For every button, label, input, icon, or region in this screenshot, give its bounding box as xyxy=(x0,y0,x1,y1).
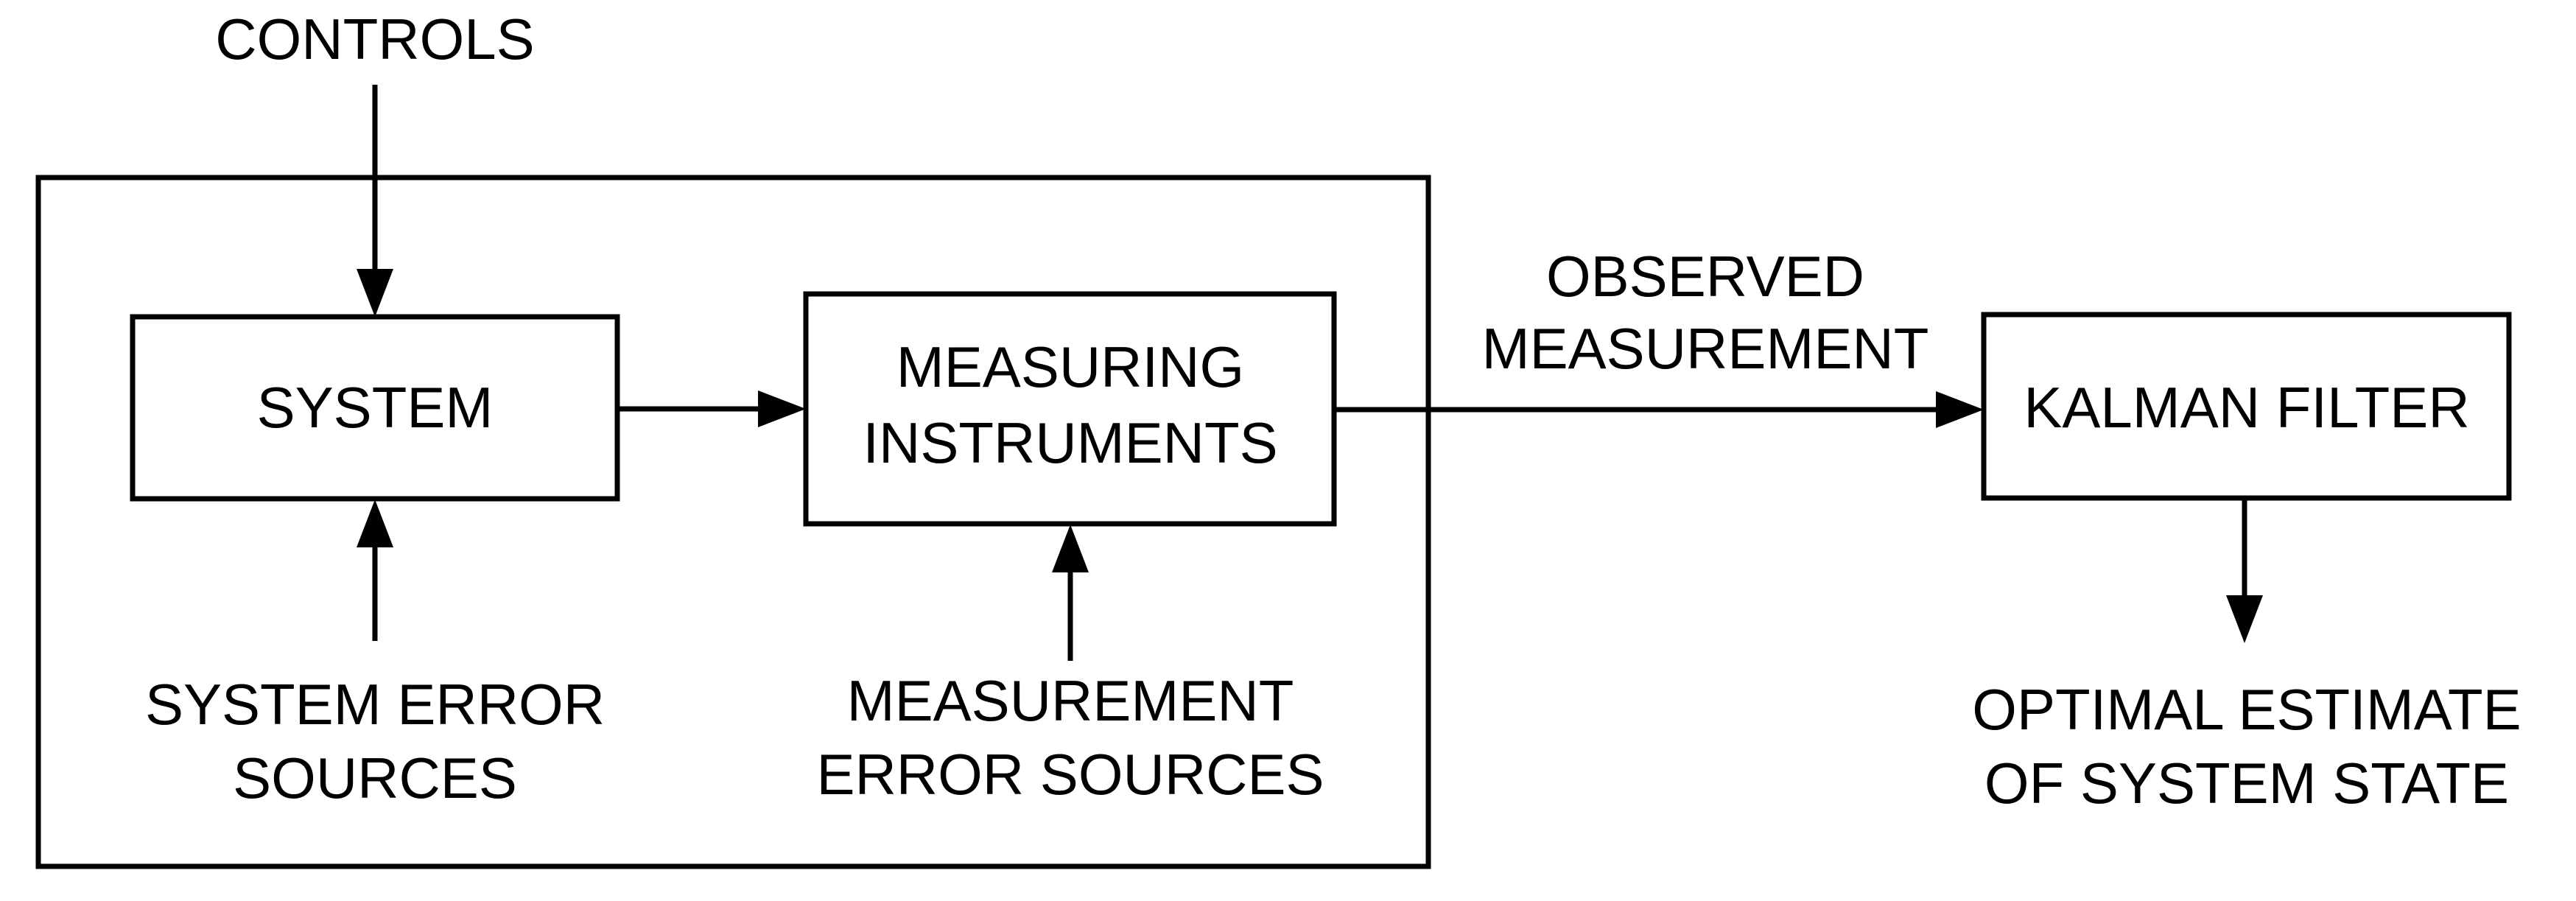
system-error-arrow-head xyxy=(357,499,393,547)
optimal-estimate-label-line1: OPTIMAL ESTIMATE xyxy=(1972,677,2521,742)
measuring-instruments-label-line1: MEASURING xyxy=(896,334,1244,399)
controls-label: CONTROLS xyxy=(215,7,534,71)
controls-arrow-head xyxy=(357,269,393,317)
observed-measurement-label-line1: OBSERVED xyxy=(1546,244,1864,309)
optimal-estimate-label-line2: OF SYSTEM STATE xyxy=(1984,751,2509,816)
measurement-error-sources-label-line1: MEASUREMENT xyxy=(847,668,1294,733)
observed-measurement-arrow-head xyxy=(1936,391,1984,428)
measurement-error-sources-label-line2: ERROR SOURCES xyxy=(816,742,1324,807)
estimate-output-arrow-head xyxy=(2226,595,2263,643)
observed-measurement-label-line2: MEASUREMENT xyxy=(1482,316,1929,381)
system-error-sources-label-line1: SYSTEM ERROR xyxy=(145,672,605,737)
process-enclosure xyxy=(35,175,1431,869)
kalman-filter-block xyxy=(1981,312,2512,501)
system-label: SYSTEM xyxy=(257,375,494,440)
kalman-filter-label: KALMAN FILTER xyxy=(2024,375,2469,440)
measurement-error-arrow-head xyxy=(1052,525,1089,572)
system-to-instruments-arrow-head xyxy=(758,390,806,427)
system-error-sources-label-line2: SOURCES xyxy=(233,746,517,810)
measuring-instruments-label-line2: INSTRUMENTS xyxy=(863,410,1277,475)
measuring-instruments-block xyxy=(803,291,1337,527)
